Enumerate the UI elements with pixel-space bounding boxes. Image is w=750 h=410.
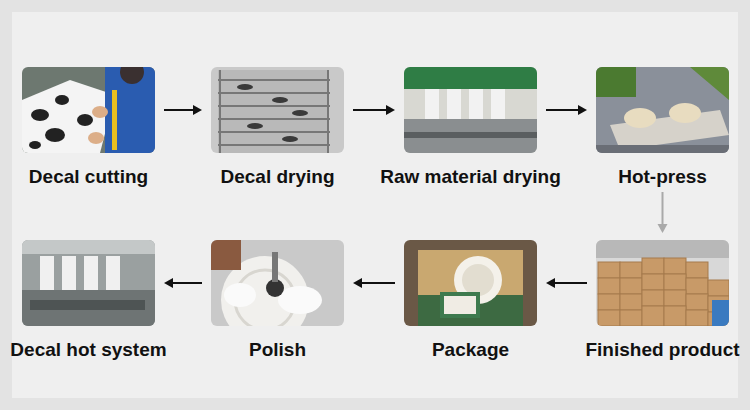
photo-frame	[596, 67, 729, 153]
process-step: Decal hot system	[22, 240, 155, 361]
step-caption: Decal drying	[220, 166, 334, 188]
photo-frame	[22, 240, 155, 326]
photo-finished-product	[596, 240, 729, 326]
photo-frame	[211, 240, 344, 326]
process-step: Decal cutting	[22, 67, 155, 188]
photo-frame	[22, 67, 155, 153]
photo-decal-hot-system	[22, 240, 155, 326]
flow-arrow	[164, 278, 202, 288]
photo-hot-press	[596, 67, 729, 153]
photo-decal-drying	[211, 67, 344, 153]
step-caption: Package	[432, 339, 509, 361]
photo-frame	[404, 67, 537, 153]
photo-raw-material-drying	[404, 67, 537, 153]
photo-frame	[404, 240, 537, 326]
step-caption: Hot-press	[618, 166, 707, 188]
step-caption: Finished product	[585, 339, 739, 361]
flow-arrow	[546, 278, 587, 288]
flow-arrow	[353, 105, 395, 115]
process-step: Package	[404, 240, 537, 361]
process-step: Decal drying	[211, 67, 344, 188]
photo-package	[404, 240, 537, 326]
step-caption: Decal cutting	[29, 166, 148, 188]
step-caption: Raw material drying	[380, 166, 561, 188]
flow-arrow	[546, 105, 587, 115]
photo-frame	[211, 67, 344, 153]
flow-arrow	[164, 105, 202, 115]
step-caption: Decal hot system	[10, 339, 166, 361]
flow-arrow	[658, 192, 668, 233]
process-step: Finished product	[596, 240, 729, 361]
process-step: Polish	[211, 240, 344, 361]
step-caption: Polish	[249, 339, 306, 361]
photo-decal-cutting	[22, 67, 155, 153]
process-step: Hot-press	[596, 67, 729, 188]
flow-arrow	[353, 278, 395, 288]
process-step: Raw material drying	[404, 67, 537, 188]
photo-frame	[596, 240, 729, 326]
photo-polish	[211, 240, 344, 326]
